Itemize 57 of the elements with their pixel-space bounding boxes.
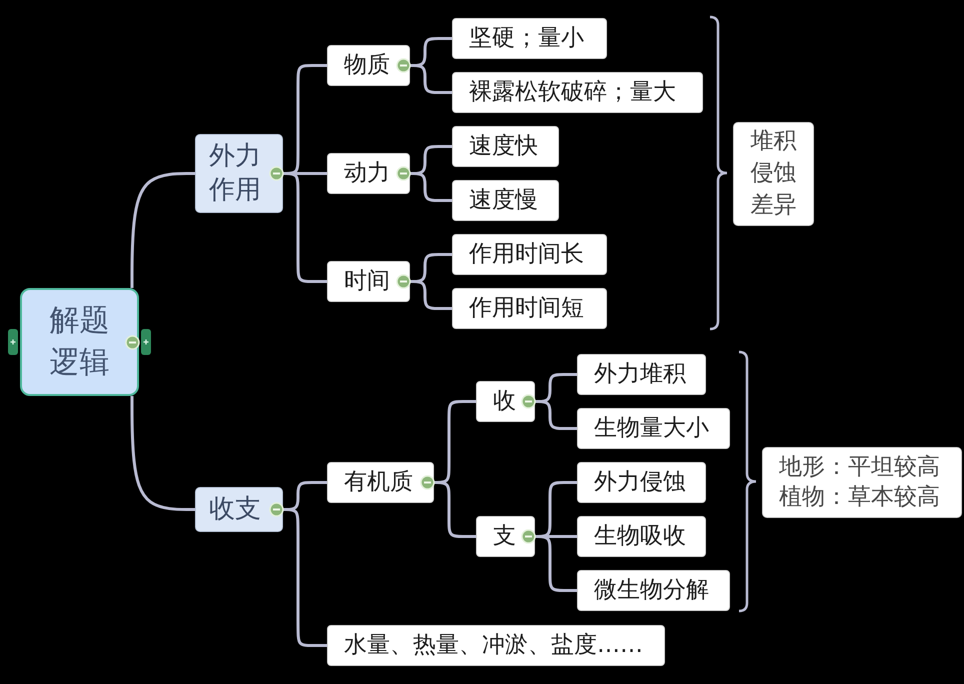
subtopic-box (452, 126, 559, 167)
connector-line (408, 64, 452, 94)
subtopic-box (327, 261, 410, 302)
subtopic-box (452, 234, 607, 275)
topic-label: 有机质 (344, 468, 413, 496)
connector-line (408, 172, 452, 202)
subtopic-box (327, 462, 434, 503)
topic-label: 速度慢 (469, 186, 538, 214)
subtopic-box (452, 288, 607, 329)
topic-label: 微生物分解 (594, 576, 709, 604)
summary-label: 地形：平坦较高 (779, 452, 940, 482)
topic-label: 支 (493, 522, 516, 550)
topic-label: 生物吸收 (594, 522, 686, 550)
topic-label: 生物量大小 (594, 414, 709, 442)
summary-label: 植物：草本较高 (779, 482, 940, 512)
subtopic-box (476, 516, 535, 557)
topic-label: 裸露松软破碎；量大 (469, 78, 676, 106)
main-topic-box (195, 487, 283, 532)
summary-label: 堆积侵蚀差异 (749, 127, 798, 220)
subtopic-box (327, 45, 410, 86)
summary-box (762, 447, 962, 518)
subtopic-box (577, 462, 706, 503)
topic-label: 时间 (344, 268, 390, 296)
central-topic-box (20, 288, 139, 396)
subtopic-box (327, 153, 410, 194)
topic-label: 收 (493, 388, 516, 416)
subtopic-box (577, 354, 706, 395)
connector-line (408, 280, 452, 310)
topic-label: 外力侵蚀 (594, 468, 686, 496)
subtopic-box (476, 381, 535, 422)
subtopic-box (452, 72, 703, 113)
topic-label: 速度快 (469, 132, 538, 160)
subtopic-box (327, 625, 665, 666)
topic-label: 动力 (344, 160, 390, 188)
connector-line (534, 535, 577, 592)
connector-line (130, 396, 195, 511)
topic-label: 解题逻辑 (48, 302, 110, 382)
subtopic-box (452, 18, 607, 59)
topic-label: 外力堆积 (594, 360, 686, 388)
connector-line (432, 481, 476, 538)
topic-label: 物质 (344, 52, 390, 80)
subtopic-box (452, 180, 559, 221)
topic-label: 作用时间短 (469, 294, 584, 322)
subtopic-box (577, 408, 730, 449)
connector-line (534, 400, 577, 430)
connector-line (282, 172, 327, 283)
summary-box (733, 122, 814, 226)
topic-label: 作用时间长 (469, 240, 584, 268)
topic-label: 坚硬；量小 (469, 24, 584, 52)
topic-label: 水量、热量、冲淤、盐度…… (344, 632, 643, 660)
main-topic-box (195, 134, 283, 213)
connector-line (130, 172, 195, 288)
connector-line (282, 508, 327, 647)
subtopic-box (577, 516, 706, 557)
topic-label: 外力作用 (208, 140, 262, 206)
subtopic-box (577, 570, 730, 611)
topic-label: 收支 (208, 492, 262, 526)
